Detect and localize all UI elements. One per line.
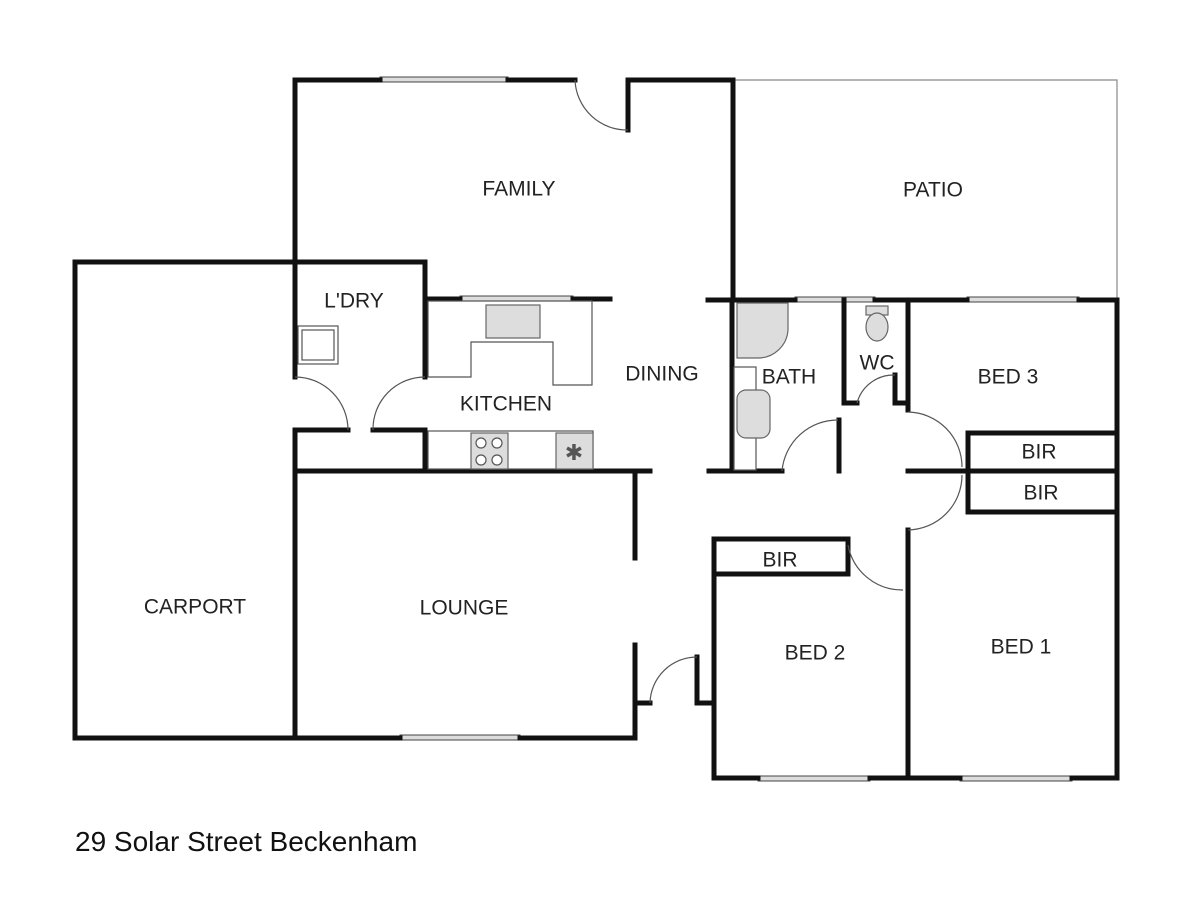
walls bbox=[72, 77, 1120, 781]
basin-icon bbox=[733, 366, 771, 471]
shower-icon bbox=[736, 302, 789, 359]
laundry-tub-icon bbox=[297, 325, 339, 365]
cooktop-icon bbox=[470, 432, 509, 470]
room-label-laundry: L'DRY bbox=[324, 290, 384, 313]
patio-outline bbox=[733, 79, 1118, 300]
fridge-icon: ✱ bbox=[565, 440, 583, 465]
room-label-bed3: BED 3 bbox=[978, 366, 1039, 389]
room-label-kitchen: KITCHEN bbox=[460, 393, 552, 416]
room-label-wc: WC bbox=[860, 352, 895, 375]
property-address: 29 Solar Street Beckenham bbox=[75, 826, 418, 857]
kitchen-bench-bottom-icon: ✱ bbox=[427, 430, 594, 470]
room-label-bed1: BED 1 bbox=[991, 636, 1052, 659]
room-labels: FAMILY PATIO L'DRY KITCHEN DINING BATH W… bbox=[144, 178, 1059, 665]
room-label-carport: CARPORT bbox=[144, 596, 246, 619]
door-swings bbox=[294, 79, 963, 704]
room-label-bath: BATH bbox=[762, 366, 816, 389]
room-label-bir-bed3: BIR bbox=[1021, 441, 1056, 464]
fixtures: ✱ bbox=[297, 300, 889, 471]
toilet-icon bbox=[865, 305, 889, 342]
kitchen-bench-icon bbox=[427, 300, 593, 386]
room-label-bed2: BED 2 bbox=[785, 642, 846, 665]
room-label-family: FAMILY bbox=[482, 178, 555, 201]
room-label-lounge: LOUNGE bbox=[420, 597, 509, 620]
room-label-bir-bed1: BIR bbox=[1023, 482, 1058, 505]
room-label-patio: PATIO bbox=[903, 179, 963, 202]
room-label-dining: DINING bbox=[625, 363, 699, 386]
room-label-bir-bed2: BIR bbox=[762, 549, 797, 572]
